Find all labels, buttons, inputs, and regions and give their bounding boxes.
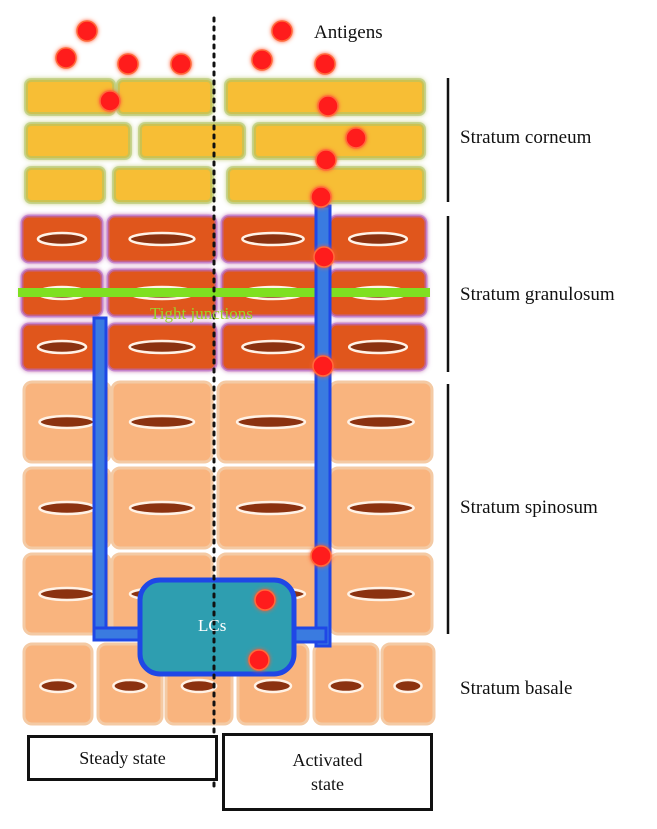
nucleus	[128, 339, 196, 355]
nucleus	[36, 339, 88, 355]
nucleus	[347, 586, 415, 602]
lcs-label: LCs	[198, 616, 227, 635]
antigen-dot	[254, 589, 276, 611]
antigen-dot	[117, 53, 139, 75]
stratum-spinosum-label: Stratum spinosum	[460, 497, 598, 518]
activated-state-label-line2: state	[311, 774, 344, 794]
tight-junction-line	[18, 288, 430, 297]
antigen-dot	[345, 127, 367, 149]
stratum-basale-label: Stratum basale	[460, 678, 573, 699]
corneum-cell	[116, 78, 214, 116]
corneum-cell	[138, 122, 246, 160]
corneum-cell	[24, 166, 106, 204]
antigens-label: Antigens	[314, 22, 383, 43]
antigen-dot	[271, 20, 293, 42]
nucleus	[241, 231, 305, 247]
antigen-dot	[314, 53, 336, 75]
stratum-corneum-label: Stratum corneum	[460, 127, 592, 148]
steady-state-box: Steady state	[27, 735, 218, 781]
steady-state-label: Steady state	[79, 747, 166, 768]
nucleus	[128, 414, 196, 430]
nucleus	[328, 678, 364, 694]
nucleus	[128, 231, 196, 247]
corneum-cell	[112, 166, 214, 204]
nucleus	[347, 500, 415, 516]
nucleus	[38, 500, 96, 516]
activated-state-box: Activated state	[222, 733, 433, 811]
antigen-dot	[99, 90, 121, 112]
lc-dendrite-steady	[92, 316, 108, 640]
antigen-dot	[170, 53, 192, 75]
antigen-dot	[76, 20, 98, 42]
corneum-cell	[24, 122, 132, 160]
nucleus	[128, 500, 196, 516]
antigen-dot	[313, 246, 335, 268]
activated-state-label-line1: Activated	[292, 749, 363, 770]
antigen-dot	[310, 186, 332, 208]
lc-dendrite-activated	[314, 204, 332, 648]
nucleus	[38, 414, 96, 430]
antigen-dot	[248, 649, 270, 671]
tight-junctions-label: Tight junctions	[150, 304, 253, 323]
nucleus	[241, 339, 305, 355]
nucleus	[347, 414, 415, 430]
corneum-cell	[252, 122, 426, 160]
nucleus	[393, 678, 423, 694]
nucleus	[347, 339, 409, 355]
nucleus	[180, 678, 218, 694]
antigen-dot	[312, 355, 334, 377]
stratum-granulosum-label: Stratum granulosum	[460, 284, 615, 305]
nucleus	[253, 678, 293, 694]
antigen-dot	[251, 49, 273, 71]
nucleus	[39, 678, 77, 694]
antigen-dot	[310, 545, 332, 567]
antigen-dot	[317, 95, 339, 117]
nucleus	[38, 586, 96, 602]
antigen-dot	[55, 47, 77, 69]
nucleus	[347, 231, 409, 247]
nucleus	[36, 231, 88, 247]
nucleus	[112, 678, 148, 694]
nucleus	[235, 414, 307, 430]
nucleus	[235, 500, 307, 516]
antigen-dot	[315, 149, 337, 171]
